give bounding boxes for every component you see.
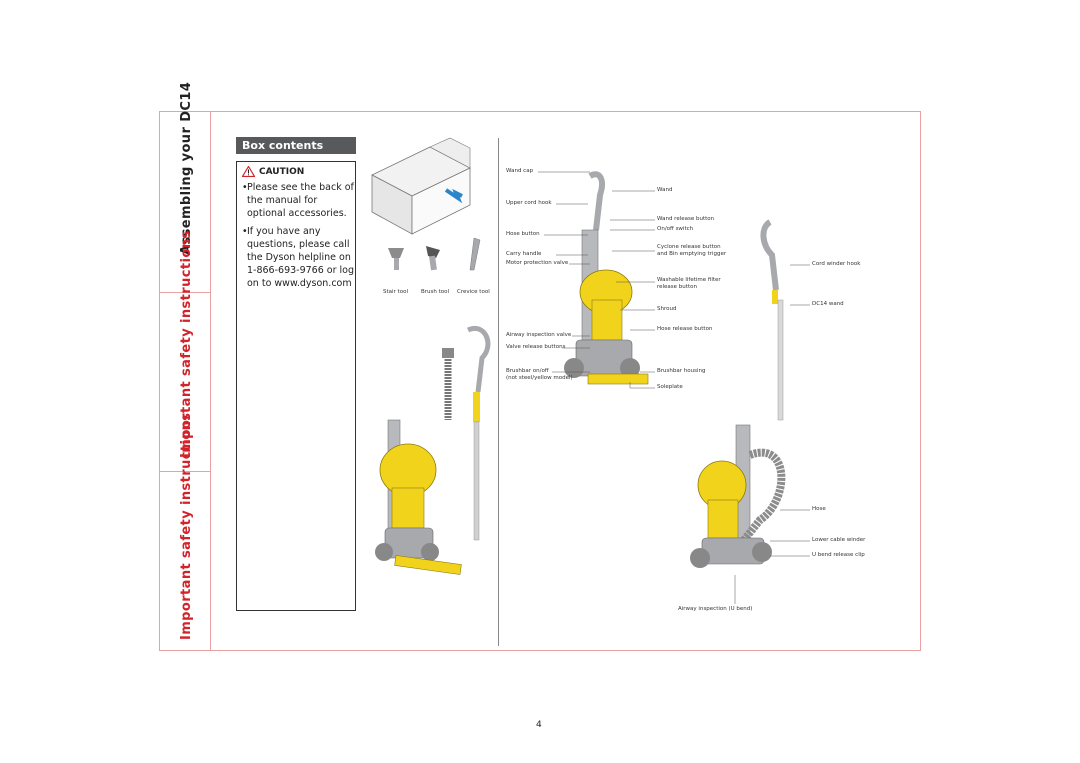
- callout-lower-cable-winder: Lower cable winder: [812, 537, 866, 543]
- stair-tool-icon: [388, 248, 404, 270]
- callout-brushbar-on-off: Brushbar on/off: [506, 368, 549, 374]
- callout-wand: Wand: [657, 187, 673, 193]
- box-illustration: [371, 137, 471, 235]
- vacuum-left-illustration: [375, 419, 462, 575]
- callout-wand-release-button: Wand release button: [657, 216, 715, 222]
- wand-hose-illustration: [442, 325, 491, 541]
- callout-u-bend-release-clip: U bend release clip: [812, 552, 865, 558]
- callout-wand-cap: Wand cap: [506, 168, 534, 174]
- callout-airway-inspection-valve: Airway inspection valve: [506, 332, 572, 338]
- crevice-tool-icon: [469, 237, 481, 271]
- callout-valve-release-buttons: Valve release buttons: [506, 344, 566, 350]
- page-frame: [159, 111, 921, 651]
- sidebar-divider: [159, 292, 211, 293]
- vacuum-rear-illustration: [690, 424, 786, 568]
- callout-washable-filter: Washable lifetime filter: [657, 277, 721, 283]
- callout-shroud: Shroud: [657, 306, 677, 312]
- caution-bullet-text: If you have any questions, please call t…: [247, 226, 355, 289]
- leader-lines: [790, 264, 810, 306]
- vacuum-main-illustration: [564, 171, 649, 385]
- callout-dc14-wand: DC14 wand: [812, 301, 844, 307]
- brush-tool-icon: [426, 246, 440, 271]
- caution-bullet: •If you have any questions, please call …: [242, 226, 355, 289]
- callout-airway-inspection-u-bend: Airway inspection (U bend): [678, 606, 753, 612]
- callout-brushbar-housing: Brushbar housing: [657, 368, 706, 374]
- caution-heading: CAUTION: [242, 166, 304, 177]
- callout-hose-release-button: Hose release button: [657, 326, 713, 332]
- warning-icon: [242, 166, 255, 177]
- leader-lines: [538, 171, 655, 389]
- page-number: 4: [536, 720, 542, 730]
- sidebar-divider: [159, 471, 211, 472]
- callout-cyclone-release: and Bin emptying trigger: [657, 251, 727, 257]
- sidebar: [159, 111, 211, 651]
- callout-washable-filter: release button: [657, 284, 697, 290]
- callout-cyclone-release: Cyclone release button: [657, 244, 721, 250]
- tool-label-brush: Brush tool: [421, 289, 450, 295]
- caution-bullet: •Please see the back of the manual for o…: [242, 182, 354, 219]
- callout-cord-winder-hook: Cord winder hook: [812, 261, 861, 267]
- column-divider: [498, 138, 499, 646]
- callout-upper-cord-hook: Upper cord hook: [506, 200, 552, 206]
- leader-lines: [734, 509, 810, 604]
- callout-motor-protection-valve: Motor protection valve: [506, 260, 569, 266]
- box-contents-title: Box contents: [236, 137, 356, 154]
- callout-on-off-switch: On/off switch: [657, 226, 694, 232]
- caution-bullet-text: Please see the back of the manual for op…: [247, 182, 354, 219]
- dc14-wand-illustration: [760, 219, 784, 421]
- callout-brushbar-on-off: (not steel/yellow model): [506, 375, 573, 381]
- tool-label-crevice: Crevice tool: [457, 289, 490, 295]
- callout-soleplate: Soleplate: [657, 384, 683, 390]
- callout-carry-handle: Carry handle: [506, 251, 542, 257]
- caution-label: CAUTION: [259, 166, 305, 177]
- tool-label-stair: Stair tool: [383, 289, 408, 295]
- callout-hose: Hose: [812, 506, 826, 512]
- caution-box: [236, 161, 356, 611]
- callout-hose-button: Hose button: [506, 231, 540, 237]
